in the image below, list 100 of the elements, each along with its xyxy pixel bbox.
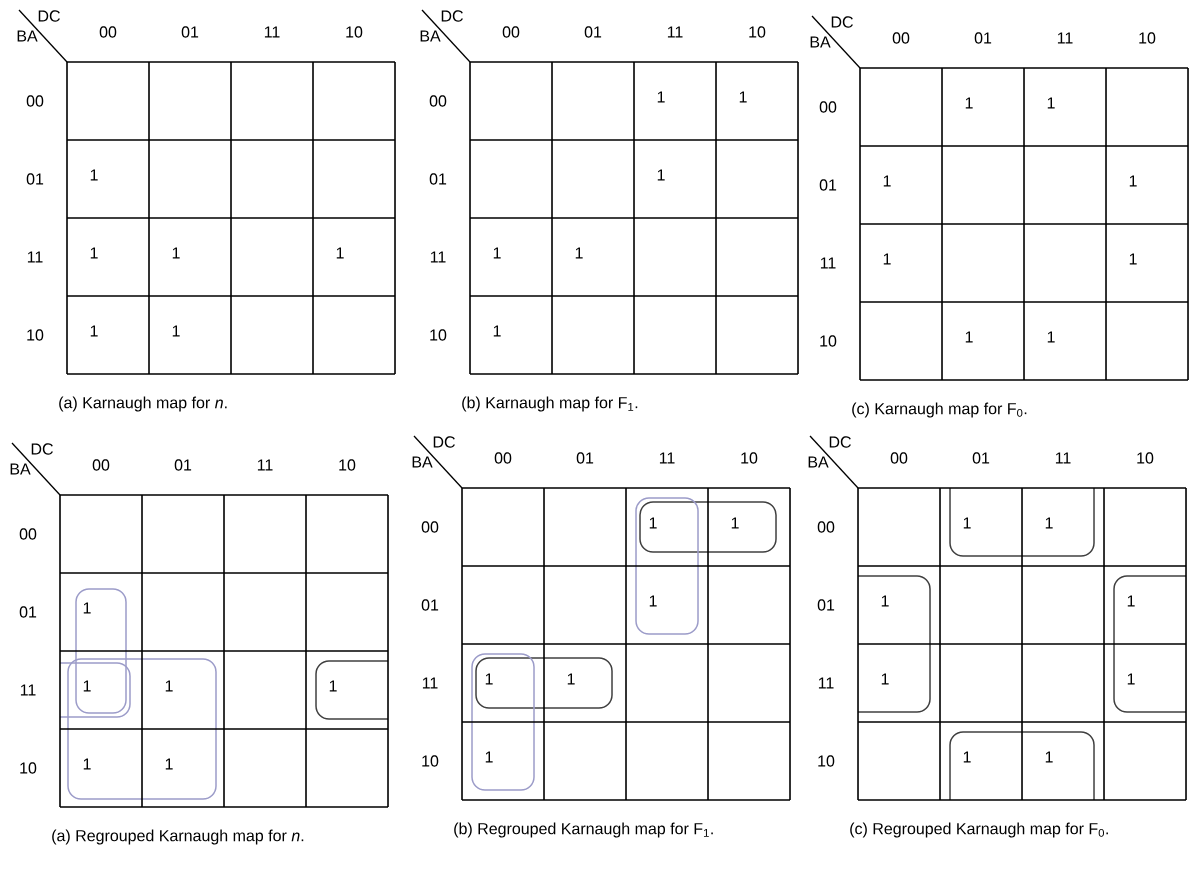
row-variable-label: BA <box>810 36 831 48</box>
row-label: 11 <box>818 677 834 689</box>
cell-value: 1 <box>567 673 575 685</box>
cell-value: 1 <box>329 680 337 692</box>
cell-value: 1 <box>172 325 180 337</box>
column-label: 01 <box>584 26 602 38</box>
row-label: 10 <box>820 335 837 347</box>
cell-value: 1 <box>575 247 583 259</box>
cell-value: 1 <box>83 758 91 770</box>
column-label: 00 <box>502 26 520 38</box>
row-label: 00 <box>429 95 447 107</box>
row-label: 00 <box>817 521 835 533</box>
cell-value: 1 <box>731 517 739 529</box>
column-label: 11 <box>1057 32 1073 44</box>
cell-value: 1 <box>493 325 501 337</box>
column-label: 01 <box>181 26 199 38</box>
column-label: 01 <box>174 459 192 471</box>
row-label: 11 <box>422 677 438 689</box>
row-label: 10 <box>27 329 44 341</box>
cell-value: 1 <box>657 169 665 181</box>
cell-value: 1 <box>336 247 344 259</box>
cell-value: 1 <box>485 751 493 763</box>
cell-value: 1 <box>83 680 91 692</box>
row-label: 01 <box>26 173 44 185</box>
cell-value: 1 <box>172 247 180 259</box>
cell-value: 1 <box>739 91 747 103</box>
cell-value: 1 <box>90 169 98 181</box>
cell-value: 1 <box>90 247 98 259</box>
column-label: 11 <box>257 459 273 471</box>
column-label: 00 <box>892 32 910 44</box>
row-label: 11 <box>20 684 36 696</box>
column-label: 11 <box>264 26 280 38</box>
row-label: 11 <box>27 251 43 263</box>
row-label: 01 <box>19 606 37 618</box>
column-label: 01 <box>974 32 992 44</box>
row-label: 10 <box>20 762 37 774</box>
cell-value: 1 <box>883 253 891 265</box>
cell-value: 1 <box>1047 97 1055 109</box>
cell-value: 1 <box>1129 175 1137 187</box>
caption: (c) Regrouped Karnaugh map for F$_{0}$. <box>850 822 1108 838</box>
column-label: 00 <box>494 452 512 464</box>
column-label: 01 <box>972 452 990 464</box>
row-label: 00 <box>819 101 837 113</box>
caption: (c) Karnaugh map for F$_{0}$. <box>852 402 1027 418</box>
column-label: 11 <box>1055 452 1071 464</box>
cell-value: 1 <box>965 331 973 343</box>
cell-value: 1 <box>1127 595 1135 607</box>
column-variable-label: DC <box>433 436 455 448</box>
row-label: 11 <box>430 251 446 263</box>
cell-value: 1 <box>485 673 493 685</box>
cell-value: 1 <box>1045 517 1053 529</box>
cell-value: 1 <box>649 517 657 529</box>
caption: (b) Karnaugh map for F$_{1}$. <box>462 396 638 412</box>
cell-value: 1 <box>881 673 889 685</box>
row-label: 10 <box>818 755 835 767</box>
cell-value: 1 <box>1129 253 1137 265</box>
row-label: 01 <box>817 599 835 611</box>
cell-value: 1 <box>493 247 501 259</box>
row-variable-label: BA <box>808 456 829 468</box>
cell-value: 1 <box>1045 751 1053 763</box>
column-label: 10 <box>346 26 363 38</box>
row-label: 00 <box>421 521 439 533</box>
row-label: 01 <box>819 179 837 191</box>
column-label: 10 <box>339 459 356 471</box>
cell-value: 1 <box>165 758 173 770</box>
column-label: 10 <box>741 452 758 464</box>
column-label: 00 <box>99 26 117 38</box>
caption: (a) Regrouped Karnaugh map for n. <box>52 829 304 845</box>
row-variable-label: BA <box>420 30 441 42</box>
column-variable-label: DC <box>38 10 60 22</box>
column-label: 00 <box>92 459 110 471</box>
row-variable-label: BA <box>10 463 31 475</box>
row-label: 00 <box>19 528 37 540</box>
column-variable-label: DC <box>831 16 853 28</box>
row-label: 10 <box>422 755 439 767</box>
row-variable-label: BA <box>17 30 38 42</box>
cell-value: 1 <box>1047 331 1055 343</box>
column-variable-label: DC <box>441 10 463 22</box>
cell-value: 1 <box>883 175 891 187</box>
row-label: 01 <box>429 173 447 185</box>
cell-value: 1 <box>963 751 971 763</box>
caption: (b) Regrouped Karnaugh map for F$_{1}$. <box>454 822 713 838</box>
column-label: 01 <box>576 452 594 464</box>
column-variable-label: DC <box>829 436 851 448</box>
cell-value: 1 <box>881 595 889 607</box>
cell-value: 1 <box>965 97 973 109</box>
column-variable-label: DC <box>31 443 53 455</box>
column-label: 10 <box>1137 452 1154 464</box>
column-label: 11 <box>667 26 683 38</box>
cell-value: 1 <box>649 595 657 607</box>
caption: (a) Karnaugh map for n. <box>59 396 227 412</box>
row-label: 00 <box>26 95 44 107</box>
cell-value: 1 <box>90 325 98 337</box>
cell-value: 1 <box>165 680 173 692</box>
row-variable-label: BA <box>412 456 433 468</box>
cell-value: 1 <box>83 602 91 614</box>
cell-value: 1 <box>657 91 665 103</box>
cell-value: 1 <box>963 517 971 529</box>
cell-value: 1 <box>1127 673 1135 685</box>
column-label: 11 <box>659 452 675 464</box>
